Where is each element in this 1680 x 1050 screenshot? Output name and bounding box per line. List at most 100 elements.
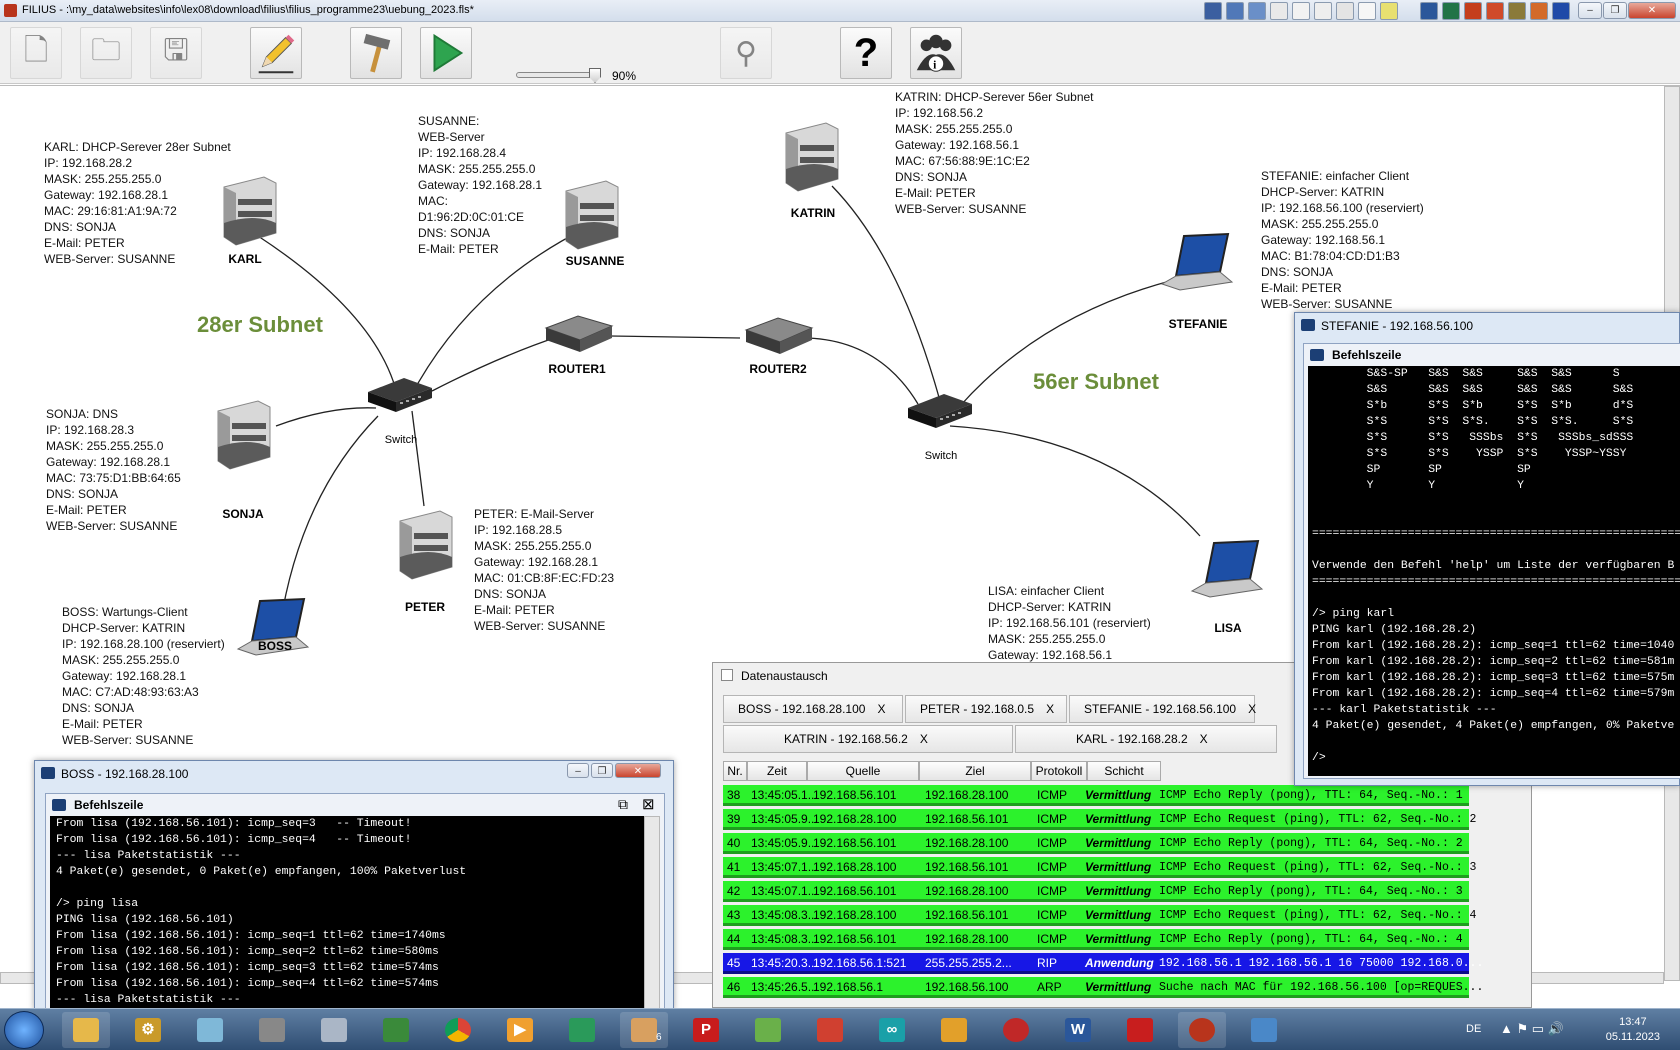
tray-icon-5[interactable] [1292,2,1310,20]
taskbar-app-13[interactable] [806,1012,854,1048]
taskbar-word[interactable]: W [1054,1012,1102,1048]
tray-icon-7[interactable] [1336,2,1354,20]
server-icon-susanne[interactable] [556,177,626,252]
col-quelle[interactable]: Quelle [807,761,919,781]
tray-icon-4[interactable] [1270,2,1288,20]
word-icon[interactable] [1420,2,1438,20]
design-mode-button[interactable] [250,27,302,79]
excel-icon[interactable] [1442,2,1460,20]
tray-icon-3[interactable] [1248,2,1266,20]
tab-close-icon[interactable]: X [1199,732,1208,746]
col-zeit[interactable]: Zeit [747,761,807,781]
boss-close-button[interactable]: ✕ [615,763,661,778]
start-button[interactable] [4,1011,44,1049]
boss-terminal[interactable]: From lisa (192.168.56.101): icmp_seq=3 -… [50,816,644,1012]
col-schicht[interactable]: Schicht [1087,761,1161,781]
app-icon-red[interactable] [1486,2,1504,20]
tray-icons[interactable]: ▲ ⚑ ▭ 🔊 [1500,1021,1564,1036]
magnifier-button[interactable]: ⚲ [720,27,772,79]
laptop-icon-stefanie[interactable] [1158,232,1234,292]
taskbar-app-15[interactable] [930,1012,978,1048]
close-button[interactable]: ✕ [1628,2,1676,19]
clock[interactable]: 13:47 05.11.2023 [1606,1015,1660,1045]
laptop-icon-lisa[interactable] [1188,539,1264,599]
taskbar-calculator[interactable] [310,1012,358,1048]
taskbar-paint[interactable]: 6 [620,1012,668,1048]
stefanie-window[interactable]: STEFANIE - 192.168.56.100 Befehlszeile S… [1294,312,1680,786]
app-icon-orange[interactable] [1530,2,1548,20]
taskbar-media[interactable]: ▶ [496,1012,544,1048]
undock-icon[interactable]: ⧉ [618,796,628,812]
tray-icon-9[interactable] [1380,2,1398,20]
switch-icon-1[interactable] [364,372,436,416]
taskbar-app-11[interactable]: P [682,1012,730,1048]
tab-close-icon[interactable]: X [919,732,928,746]
tray-icon-2[interactable] [1226,2,1244,20]
taskbar-app-20[interactable] [1240,1012,1288,1048]
taskbar-acrobat[interactable] [1116,1012,1164,1048]
col-nr[interactable]: Nr. [723,761,747,781]
speed-slider[interactable] [516,68,601,83]
taskbar-app-12[interactable] [744,1012,792,1048]
taskbar-app-2[interactable]: ⚙ [124,1012,172,1048]
new-file-button[interactable]: 🗋 [10,27,62,79]
minimize-button[interactable]: ‒ [1578,2,1602,19]
boss-minimize-button[interactable]: ‒ [567,763,589,778]
app-icon-olive[interactable] [1508,2,1526,20]
laptop-icon-boss[interactable] [234,597,310,657]
router-icon-router1[interactable] [540,306,616,356]
taskbar-explorer[interactable] [62,1012,110,1048]
tray-icon-1[interactable] [1204,2,1222,20]
tab-close-icon[interactable]: X [1248,702,1257,716]
app-icon-blue[interactable] [1552,2,1570,20]
router-icon-router2[interactable] [740,308,816,358]
taskbar-filius[interactable] [1178,1012,1226,1048]
maximize-button[interactable]: ❐ [1603,2,1627,19]
taskbar-app-4[interactable] [248,1012,296,1048]
boss-terminal-scrollbar[interactable] [644,816,660,1012]
powerpoint-icon[interactable] [1464,2,1482,20]
taskbar-app-6[interactable] [372,1012,420,1048]
server-icon-karl[interactable] [214,173,284,248]
tray-icon-6[interactable] [1314,2,1332,20]
col-protokoll[interactable]: Protokoll [1031,761,1087,781]
col-ziel[interactable]: Ziel [919,761,1031,781]
boss-maximize-button[interactable]: ❐ [591,763,613,778]
tray-icon-8[interactable] [1358,2,1376,20]
stefanie-terminal[interactable]: S&S-SP S&S S&S S&S S&S S S&S S&S S&S S&S… [1308,366,1680,776]
server-icon-peter[interactable] [390,507,460,582]
taskbar-chrome[interactable] [434,1012,482,1048]
server-icon-katrin[interactable] [776,119,846,194]
info-button[interactable]: i [910,27,962,79]
language-indicator[interactable]: DE [1466,1023,1482,1035]
tab-close-icon[interactable]: X [1046,702,1055,716]
switch-icon-2[interactable] [904,388,976,432]
boss-window[interactable]: BOSS - 192.168.28.100 ‒ ❐ ✕ Befehlszeile… [34,760,674,1012]
taskbar-app-16[interactable] [992,1012,1040,1048]
simulation-mode-button[interactable] [420,27,472,79]
open-file-button[interactable]: 🗀 [80,27,132,79]
tab-close-icon[interactable]: X [877,702,886,716]
taskbar-app-9[interactable] [558,1012,606,1048]
inner-close-icon[interactable]: ⊠ [642,796,655,813]
slider-thumb[interactable] [589,68,601,83]
server-icon-sonja[interactable] [208,397,278,472]
help-button[interactable]: ? [840,27,892,79]
taskbar-arduino[interactable]: ∞ [868,1012,916,1048]
save-button[interactable]: 🖫 [150,27,202,79]
taskbar-app-3[interactable] [186,1012,234,1048]
